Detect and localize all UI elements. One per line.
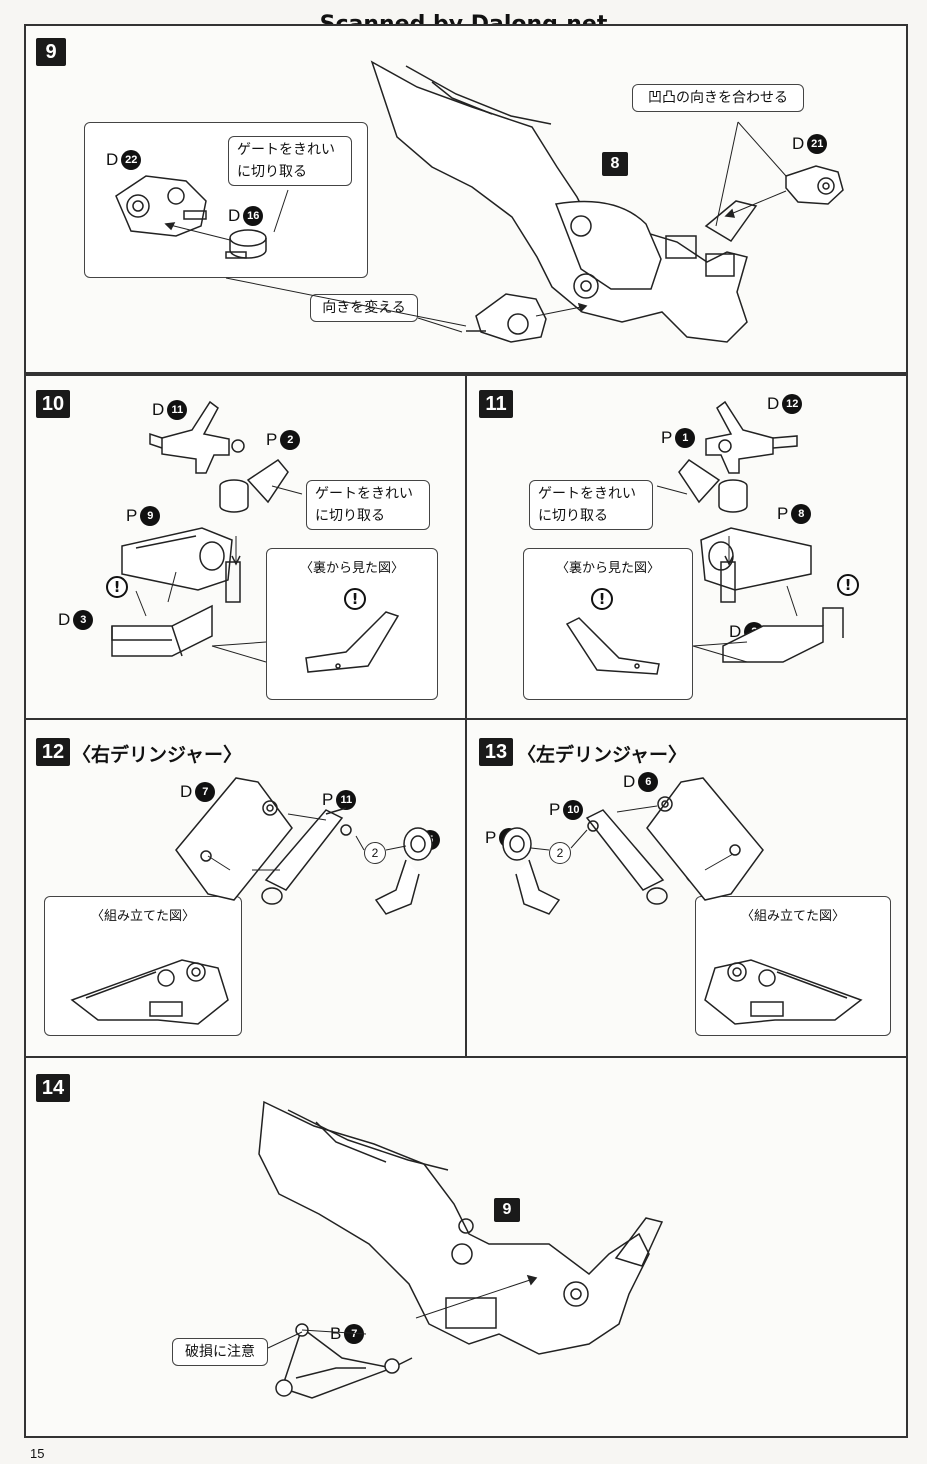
part-number-badge: 6 (638, 772, 659, 792)
back-view-box: 〈裏から見た図〉 (266, 548, 438, 700)
step-number: 9 (36, 38, 66, 66)
step-number: 14 (36, 1074, 70, 1102)
assembly-illustration (26, 720, 466, 1056)
part-number-badge: 7 (195, 782, 216, 802)
part-number-badge: 11 (336, 790, 357, 810)
assembly-illustration (26, 26, 906, 372)
page-number: 15 (30, 1446, 45, 1461)
back-view-title: 〈裏から見た図〉 (555, 561, 660, 576)
part-number-badge: 16 (243, 206, 264, 226)
part-number-badge: 1 (675, 428, 696, 448)
part-number-badge: 3 (73, 610, 94, 630)
part-number-badge: 10 (563, 800, 584, 820)
step-number: 11 (479, 390, 513, 418)
assembly-illustration (467, 376, 907, 718)
part-number-badge: 8 (791, 504, 812, 524)
back-view-box: 〈裏から見た図〉 (523, 548, 693, 700)
part-number-badge: 9 (140, 506, 161, 526)
back-view-title: 〈裏から見た図〉 (299, 561, 404, 576)
align-shape-callout: 凹凸の向きを合わせる (632, 84, 804, 112)
part-number-badge: 22 (121, 150, 142, 170)
part-number-badge: 2 (280, 430, 301, 450)
part-number-badge: 12 (782, 394, 803, 414)
assembled-view-title: 〈組み立てた図〉 (90, 909, 195, 924)
assembled-view-title: 〈組み立てた図〉 (740, 909, 845, 924)
warning-icon: ! (837, 574, 859, 596)
step-13-panel: 13 〈左デリンジャー〉 D6 P10 P5 1 2 〈組み立てた図〉 (465, 718, 908, 1058)
warning-icon: ! (344, 588, 366, 610)
step-number: 10 (36, 390, 70, 418)
gate-cut-callout: ゲートをきれい に切り取る (529, 480, 653, 530)
gate-cut-callout: ゲートをきれい に切り取る (306, 480, 430, 530)
gate-cut-callout: ゲートをきれい に切り取る (228, 136, 352, 186)
order-step-2: 2 (549, 842, 571, 864)
step-number: 13 (479, 738, 513, 766)
step-11-panel: 11 D12 P1 P8 D2 ゲートをきれい に切り取る 〈裏から見た図〉 !… (465, 374, 908, 720)
step-number: 12 (36, 738, 70, 766)
reference-step-badge: 9 (494, 1198, 520, 1222)
reference-step-badge: 8 (602, 152, 628, 176)
part-number-badge: 21 (807, 134, 828, 154)
warning-icon: ! (106, 576, 128, 598)
warning-icon: ! (591, 588, 613, 610)
step-12-panel: 12 〈右デリンジャー〉 D7 P11 P5 1 2 〈組み立てた図〉 (24, 718, 467, 1058)
step-title: 〈右デリンジャー〉 (72, 744, 243, 766)
part-number-badge: 11 (167, 400, 188, 420)
assembly-illustration (26, 1058, 906, 1436)
part-number-badge: 7 (344, 1324, 365, 1344)
assembly-illustration (467, 720, 907, 1056)
assembly-illustration (26, 376, 466, 718)
order-step-2: 2 (364, 842, 386, 864)
step-title: 〈左デリンジャー〉 (517, 744, 688, 766)
handle-with-care-callout: 破損に注意 (172, 1338, 268, 1366)
